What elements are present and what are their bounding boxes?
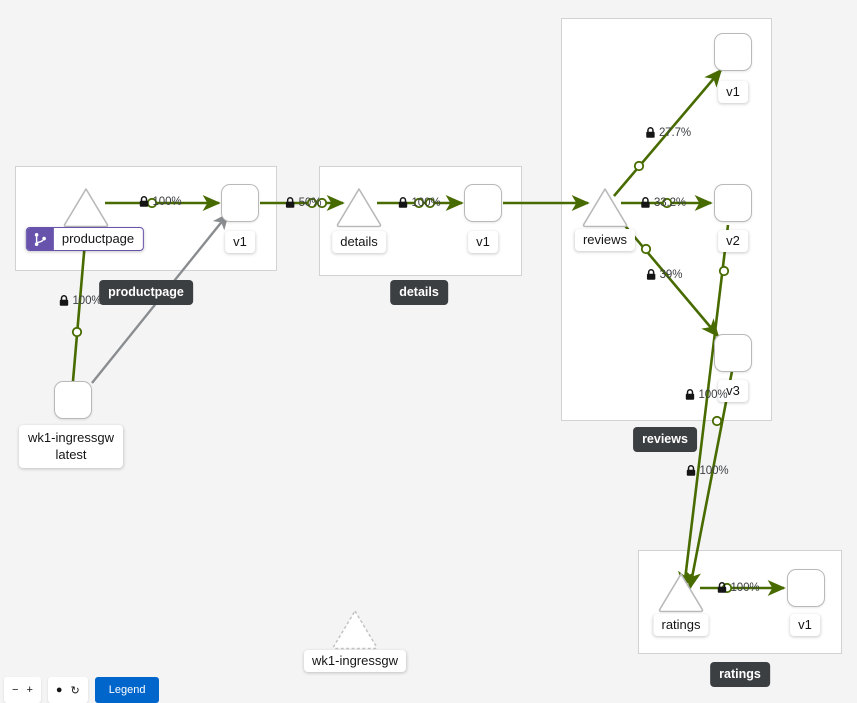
- edge-reviews-v3-to-ratings-svc[interactable]: [685, 365, 735, 590]
- node-label-ingressgw-workload[interactable]: wk1-ingressgw latest: [19, 425, 123, 468]
- edge-percent: 33.2%: [653, 197, 687, 209]
- service-triangle-icon: [63, 188, 109, 228]
- node-reviews-v1[interactable]: [714, 33, 752, 71]
- edge-percent: 100%: [698, 389, 728, 401]
- edge-percent: 100%: [699, 465, 729, 477]
- edge-label-details-svc-to-v1[interactable]: 100%: [397, 197, 441, 209]
- node-label-reviews-v2[interactable]: v2: [718, 230, 748, 252]
- service-triangle-icon: [658, 573, 704, 613]
- toolbar-layout-group[interactable]: ● ↻: [47, 677, 88, 703]
- lock-icon: [646, 269, 656, 280]
- node-ingressgw-workload[interactable]: [54, 381, 92, 419]
- lock-icon: [717, 582, 727, 593]
- graph-toolbar[interactable]: − + ● ↻ Legend: [0, 677, 160, 703]
- service-triangle-idle-icon: [332, 610, 378, 650]
- lock-icon: [641, 197, 650, 208]
- node-label-ingressgw-service-idle[interactable]: wk1-ingressgw: [304, 650, 406, 672]
- node-details-v1[interactable]: [464, 184, 502, 222]
- lock-icon: [646, 127, 655, 138]
- chip-ratings: ratings: [710, 662, 770, 687]
- zoom-out-icon[interactable]: −: [12, 684, 19, 696]
- edge-reviews-v2-to-ratings-svc[interactable]: [678, 224, 730, 590]
- node-label-productpage-service[interactable]: productpage: [25, 227, 145, 251]
- edge-label-productpage-v1-to-details-svc[interactable]: 50%: [285, 197, 322, 209]
- node-label-reviews-v1[interactable]: v1: [718, 81, 748, 103]
- edge-percent: 50%: [298, 197, 322, 209]
- edge-reviews-svc-to-v2[interactable]: [621, 194, 713, 212]
- edge-label-reviews-v3-to-ratings-svc[interactable]: 100%: [684, 389, 728, 401]
- node-label-text: productpage: [61, 231, 135, 246]
- label-line-1: wk1-ingressgw: [28, 430, 114, 445]
- edge-percent: 39%: [659, 269, 683, 281]
- edge-label-reviews-v2-to-ratings-svc[interactable]: 100%: [685, 465, 729, 477]
- edge-percent: 100%: [730, 582, 760, 594]
- edge-productpage-v1-to-details-svc[interactable]: [260, 194, 345, 212]
- edge-label-reviews-svc-to-v2[interactable]: 33.2%: [640, 197, 686, 209]
- chip-productpage: productpage: [99, 280, 193, 305]
- edge-reviews-svc-to-v1[interactable]: [613, 68, 723, 197]
- node-ratings-v1[interactable]: [787, 569, 825, 607]
- lock-icon: [686, 465, 696, 476]
- edge-label-reviews-svc-to-v3[interactable]: 39%: [646, 269, 683, 281]
- toolbar-zoom-group[interactable]: − +: [4, 677, 41, 703]
- lock-icon: [398, 197, 408, 208]
- edge-label-productpage-svc-to-v1[interactable]: 100%: [138, 196, 182, 208]
- node-reviews-v2[interactable]: [714, 184, 752, 222]
- lock-icon: [685, 389, 695, 400]
- edge-label-ratings-svc-to-v1[interactable]: 100%: [716, 582, 760, 594]
- layout-graph-icon[interactable]: ●: [55, 684, 63, 696]
- node-label-ratings-v1[interactable]: v1: [790, 614, 820, 636]
- edge-ingress-to-productpage-svc[interactable]: [71, 228, 93, 382]
- edge-label-reviews-svc-to-v1[interactable]: 27.7%: [645, 127, 691, 139]
- lock-icon: [285, 197, 295, 208]
- edge-productpage-svc-to-v1[interactable]: [105, 194, 221, 212]
- chip-details: details: [390, 280, 448, 305]
- node-productpage-v1[interactable]: [221, 184, 259, 222]
- service-triangle-icon: [582, 188, 628, 228]
- reset-icon[interactable]: ↻: [70, 684, 80, 697]
- label-line-2: latest: [55, 447, 87, 462]
- node-label-details-service[interactable]: details: [332, 231, 386, 253]
- node-reviews-v3[interactable]: [714, 334, 752, 372]
- lock-icon: [139, 196, 149, 207]
- node-label-reviews-v3[interactable]: v3: [718, 380, 748, 402]
- edge-percent: 100%: [152, 196, 182, 208]
- edge-details-svc-to-v1[interactable]: [377, 194, 464, 212]
- edge-label-ingress-to-productpage-svc[interactable]: 100%: [58, 295, 102, 307]
- edge-percent: 100%: [72, 295, 102, 307]
- service-triangle-icon: [336, 188, 382, 228]
- node-label-reviews-service[interactable]: reviews: [574, 229, 636, 251]
- edge-percent: 27.7%: [658, 127, 692, 139]
- node-label-productpage-v1[interactable]: v1: [225, 231, 255, 253]
- legend-button[interactable]: Legend: [94, 677, 160, 703]
- node-label-ratings-service[interactable]: ratings: [653, 614, 709, 636]
- chip-reviews: reviews: [633, 427, 697, 452]
- node-label-details-v1[interactable]: v1: [468, 231, 498, 253]
- zoom-in-icon[interactable]: +: [26, 684, 33, 696]
- lock-icon: [59, 295, 69, 306]
- virtual-service-icon: [26, 228, 54, 250]
- edge-percent: 100%: [411, 197, 441, 209]
